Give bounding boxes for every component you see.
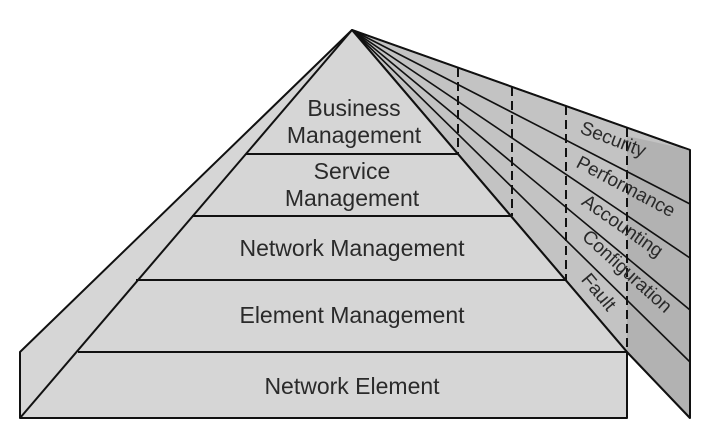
function-ray-3 <box>351 29 691 259</box>
function-ray-5 <box>351 29 691 363</box>
pyramid-right-edge <box>351 29 628 353</box>
layer-label-element-management: Element Management <box>239 302 465 328</box>
layer-label-service: Service <box>314 158 391 184</box>
layer-label-network-management: Network Management <box>240 235 466 261</box>
function-ray-1 <box>351 29 691 151</box>
layer-label-business: Business <box>307 95 400 121</box>
layer-labels: Business Management Service Management N… <box>239 95 465 399</box>
layer-label-business: Management <box>287 122 422 148</box>
layer-label-network-element: Network Element <box>264 373 440 399</box>
function-ray-4 <box>351 29 691 311</box>
pyramid-left-edge <box>19 29 353 419</box>
layer-label-service: Management <box>285 185 420 211</box>
function-ray-2 <box>351 29 691 205</box>
pyramid-front-triangle <box>78 30 627 352</box>
side-face-bottom-edge <box>626 351 691 419</box>
